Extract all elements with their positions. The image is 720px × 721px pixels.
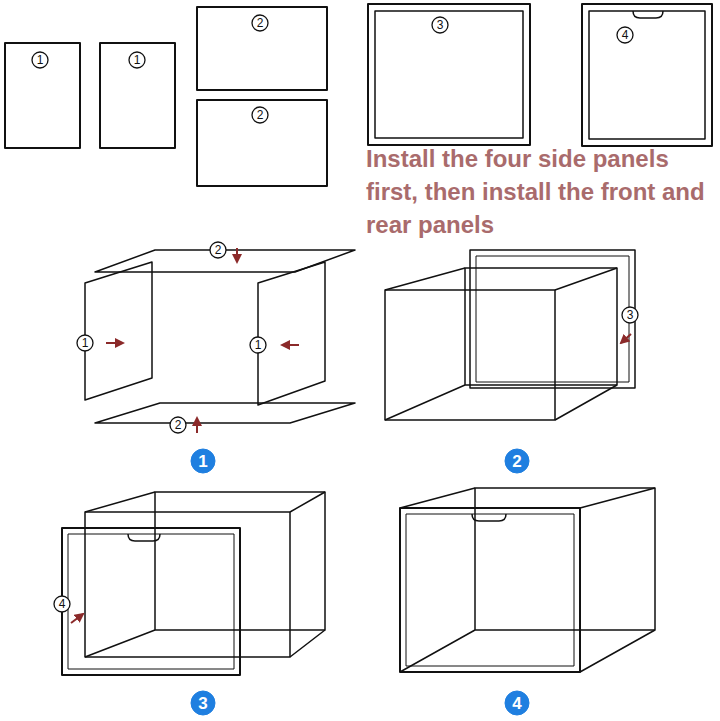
step-label: 2 bbox=[504, 448, 530, 474]
rear-panel-inner-view bbox=[476, 256, 629, 382]
bottom-panel-view bbox=[95, 403, 355, 423]
panel-handle bbox=[633, 11, 663, 18]
step-label: 1 bbox=[190, 448, 216, 474]
direction-arrow bbox=[71, 614, 83, 623]
callout-number: 1 bbox=[31, 51, 49, 69]
top-panel bbox=[197, 7, 327, 90]
callout-number: 2 bbox=[209, 241, 227, 259]
right-panel-view bbox=[258, 262, 325, 405]
instruction-note: Install the four side panels first, then… bbox=[366, 142, 718, 241]
callout-number: 3 bbox=[621, 306, 639, 324]
callout-circle bbox=[432, 17, 448, 33]
panel-handle bbox=[472, 514, 506, 521]
callout-circle bbox=[32, 52, 48, 68]
callout-label: 3 bbox=[431, 16, 449, 34]
callout-label: 4 bbox=[616, 26, 634, 44]
callout-label: 2 bbox=[209, 241, 227, 259]
front-panel-view bbox=[62, 528, 240, 675]
step-label: 3 bbox=[190, 690, 216, 716]
cube-edges bbox=[400, 488, 655, 672]
callout-label: 2 bbox=[251, 14, 269, 32]
front-panel-inner bbox=[589, 11, 705, 139]
callout-circle bbox=[54, 596, 70, 612]
front-panel-inner-view bbox=[68, 534, 234, 669]
cube-edges bbox=[385, 268, 617, 420]
rear-panel-view bbox=[470, 250, 635, 388]
direction-arrow bbox=[196, 418, 198, 433]
direction-arrow bbox=[621, 334, 631, 343]
step-number: 4 bbox=[504, 690, 530, 716]
callout-number: 1 bbox=[128, 51, 146, 69]
side-panel bbox=[5, 43, 80, 148]
step-circle bbox=[191, 449, 215, 473]
callout-label: 2 bbox=[169, 416, 187, 434]
callout-number: 4 bbox=[53, 595, 71, 613]
callout-label: 4 bbox=[53, 595, 71, 613]
callout-circle bbox=[129, 52, 145, 68]
side-panel bbox=[100, 43, 175, 148]
callout-number: 1 bbox=[249, 336, 267, 354]
callout-circle bbox=[252, 15, 268, 31]
callout-number: 3 bbox=[431, 16, 449, 34]
rear-panel-inner bbox=[375, 11, 523, 138]
callout-label: 1 bbox=[249, 336, 267, 354]
callout-number: 2 bbox=[169, 416, 187, 434]
panel-handle bbox=[128, 534, 160, 541]
step-circle bbox=[505, 449, 529, 473]
cube-edges bbox=[85, 492, 325, 657]
step-label: 4 bbox=[504, 690, 530, 716]
callout-label: 1 bbox=[76, 334, 94, 352]
step-circle bbox=[191, 691, 215, 715]
callout-label: 2 bbox=[251, 106, 269, 124]
callout-circle bbox=[252, 107, 268, 123]
callout-circle bbox=[210, 242, 226, 258]
callout-circle bbox=[77, 335, 93, 351]
callout-circle bbox=[617, 27, 633, 43]
left-panel-view bbox=[85, 262, 152, 400]
callout-label: 1 bbox=[31, 51, 49, 69]
callout-circle bbox=[250, 337, 266, 353]
callout-number: 2 bbox=[251, 14, 269, 32]
front-panel-inner-view bbox=[406, 514, 574, 666]
callout-label: 1 bbox=[128, 51, 146, 69]
callout-number: 2 bbox=[251, 106, 269, 124]
callout-number: 1 bbox=[76, 334, 94, 352]
direction-arrow bbox=[236, 248, 238, 262]
step-number: 3 bbox=[190, 690, 216, 716]
step-number: 1 bbox=[190, 448, 216, 474]
step-number: 2 bbox=[504, 448, 530, 474]
front-panel-frame bbox=[582, 4, 712, 146]
callout-number: 4 bbox=[616, 26, 634, 44]
callout-circle bbox=[170, 417, 186, 433]
direction-arrow bbox=[106, 342, 123, 344]
direction-arrow bbox=[282, 344, 299, 346]
rear-panel-frame bbox=[368, 4, 530, 145]
callout-circle bbox=[622, 307, 638, 323]
front-panel-view bbox=[400, 508, 580, 672]
step-circle bbox=[505, 691, 529, 715]
cube-back-edge bbox=[465, 268, 617, 385]
callout-label: 3 bbox=[621, 306, 639, 324]
bottom-panel bbox=[197, 100, 327, 186]
